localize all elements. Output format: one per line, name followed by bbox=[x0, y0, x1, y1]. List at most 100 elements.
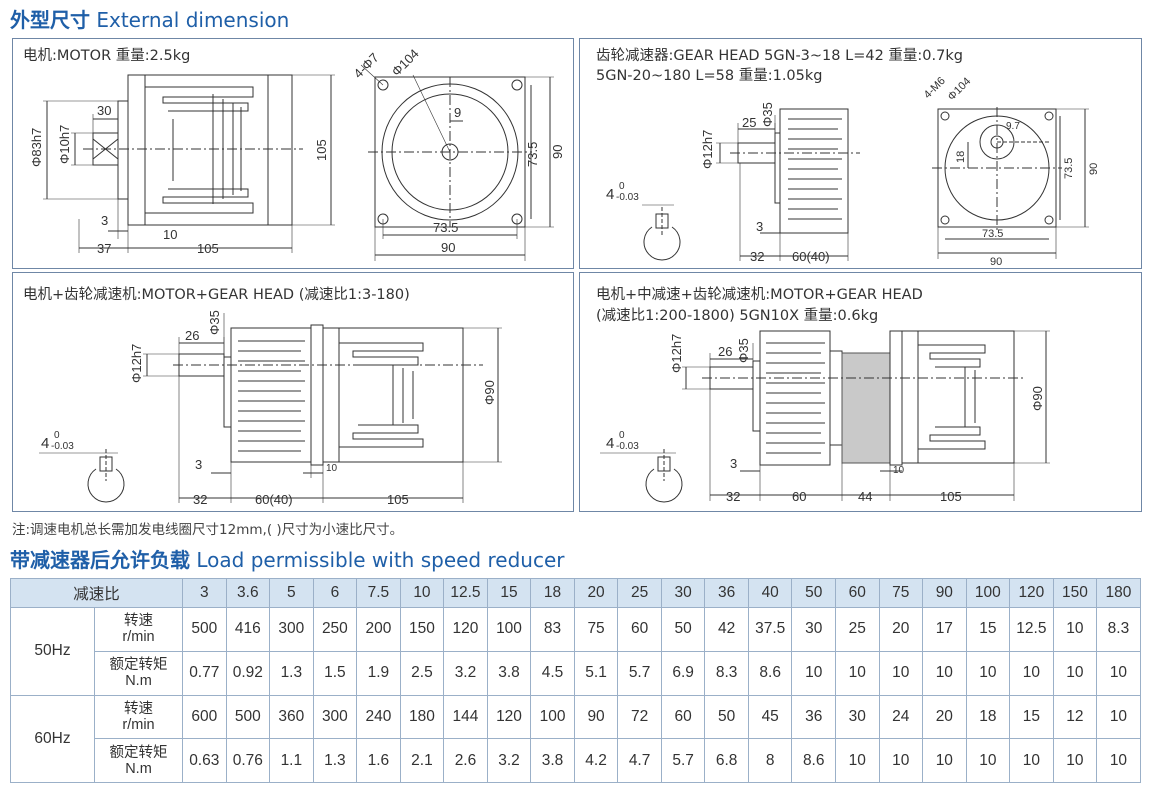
panel-motor-gear: 电机+齿轮减速机:MOTOR+GEAR HEAD (减速比1:3-180) bbox=[12, 272, 574, 512]
dim-v90: 90 bbox=[550, 145, 565, 159]
panel-motor-mid-gear-label1: 电机+中减速+齿轮减速机:MOTOR+GEAR HEAD bbox=[596, 287, 923, 303]
ratio-cell: 25 bbox=[617, 578, 662, 608]
dim-l6040: 60(40) bbox=[255, 492, 293, 507]
dim-key: 4 bbox=[41, 435, 49, 452]
speed-value-cell: 50 bbox=[660, 607, 706, 652]
dim-n18: 18 bbox=[955, 151, 967, 163]
dim-l32: 32 bbox=[726, 489, 740, 504]
torque-value-cell: 10 bbox=[1009, 738, 1054, 783]
ratio-cell: 18 bbox=[530, 578, 575, 608]
speed-value-cell: 416 bbox=[225, 607, 271, 652]
speed-value-cell: 45 bbox=[747, 694, 793, 740]
speed-value-cell: 200 bbox=[356, 607, 401, 652]
dim-l37: 37 bbox=[97, 241, 111, 256]
speed-value-cell: 100 bbox=[486, 607, 532, 652]
torque-value-cell: 6.8 bbox=[704, 738, 749, 783]
torque-value-cell: 3.2 bbox=[486, 738, 532, 783]
torque-value-cell: 10 bbox=[965, 738, 1011, 783]
dim-l3: 3 bbox=[730, 456, 737, 471]
motor-drawing: Φ83h7 Φ10h7 30 105 3 37 10 105 Φ104 4-Φ7… bbox=[29, 46, 565, 261]
torque-value-cell: 10 bbox=[791, 650, 836, 696]
dim-l105: 105 bbox=[387, 492, 409, 507]
speed-value-cell: 50 bbox=[704, 694, 749, 740]
ratio-cell: 3.6 bbox=[225, 578, 271, 608]
speed-value-cell: 300 bbox=[269, 607, 314, 652]
dim-key: 4 bbox=[606, 186, 614, 203]
dim-d35: Φ35 bbox=[207, 310, 222, 335]
speed-value-cell: 12 bbox=[1052, 694, 1098, 740]
dim-l30: 30 bbox=[97, 103, 111, 118]
speed-value-cell: 36 bbox=[791, 694, 836, 740]
speed-value-cell: 12.5 bbox=[1009, 607, 1054, 652]
panel-motor-mid-gear: 电机+中减速+齿轮减速机:MOTOR+GEAR HEAD (减速比1:200-1… bbox=[579, 272, 1142, 512]
torque-value-cell: 5.7 bbox=[660, 738, 706, 783]
speed-value-cell: 24 bbox=[878, 694, 924, 740]
dim-tol-dn: -0.03 bbox=[616, 192, 639, 203]
speed-value-cell: 10 bbox=[1096, 694, 1141, 740]
ratio-cell: 3 bbox=[182, 578, 227, 608]
torque-value-cell: 1.3 bbox=[269, 650, 314, 696]
dim-n97: 9.7 bbox=[1006, 121, 1020, 132]
ratio-cell: 10 bbox=[399, 578, 445, 608]
dim-l32: 32 bbox=[193, 492, 207, 507]
dim-d83: Φ83h7 bbox=[29, 128, 44, 167]
speed-value-cell: 120 bbox=[443, 607, 488, 652]
speed-value-cell: 25 bbox=[834, 607, 880, 652]
ratio-cell: 20 bbox=[573, 578, 619, 608]
dim-l32: 32 bbox=[750, 249, 764, 264]
dim-h735: 73.5 bbox=[433, 220, 458, 235]
torque-value-cell: 10 bbox=[834, 738, 880, 783]
dim-l25: 25 bbox=[742, 115, 756, 130]
torque-value-cell: 6.9 bbox=[660, 650, 706, 696]
torque-value-cell: 10 bbox=[878, 738, 924, 783]
dim-d12: Φ12h7 bbox=[129, 344, 144, 383]
speed-value-cell: 250 bbox=[312, 607, 358, 652]
panel-gearhead: 齿轮减速器:GEAR HEAD 5GN-3~18 L=42 重量:0.7kg 5… bbox=[579, 38, 1142, 269]
speed-value-cell: 37.5 bbox=[747, 607, 793, 652]
dim-d35: Φ35 bbox=[736, 338, 751, 363]
speed-value-cell: 240 bbox=[356, 694, 401, 740]
speed-value-cell: 30 bbox=[834, 694, 880, 740]
dim-l26: 26 bbox=[718, 344, 732, 359]
dim-tol-dn: -0.03 bbox=[51, 441, 74, 452]
torque-value-cell: 0.76 bbox=[225, 738, 271, 783]
torque-label: 额定转矩 bbox=[109, 744, 168, 761]
torque-value-cell: 5.1 bbox=[573, 650, 619, 696]
panel-gearhead-label2: 5GN-20~180 L=58 重量:1.05kg bbox=[596, 68, 823, 84]
ratio-cell: 5 bbox=[269, 578, 314, 608]
dim-d90: Φ90 bbox=[1030, 386, 1045, 411]
ratio-cell: 36 bbox=[704, 578, 749, 608]
dim-l10: 10 bbox=[893, 465, 905, 476]
dim-n9: 9 bbox=[454, 105, 461, 120]
dim-tol-dn: -0.03 bbox=[616, 441, 639, 452]
dim-holes: 4-M6 bbox=[922, 75, 948, 101]
torque-value-cell: 2.5 bbox=[399, 650, 445, 696]
dim-h735: 73.5 bbox=[982, 228, 1003, 240]
torque-value-cell: 0.92 bbox=[225, 650, 271, 696]
speed-value-cell: 72 bbox=[617, 694, 662, 740]
section-title-load: 带减速器后允许负载 Load permissible with speed re… bbox=[10, 544, 564, 573]
torque-value-cell: 8.3 bbox=[704, 650, 749, 696]
torque-value-cell: 5.7 bbox=[617, 650, 662, 696]
speed-value-cell: 83 bbox=[530, 607, 575, 652]
torque-unit: N.m bbox=[125, 760, 152, 777]
torque-value-cell: 8.6 bbox=[747, 650, 793, 696]
torque-value-cell: 0.77 bbox=[182, 650, 227, 696]
speed-value-cell: 144 bbox=[443, 694, 488, 740]
speed-value-cell: 8.3 bbox=[1096, 607, 1141, 652]
torque-value-cell: 3.8 bbox=[486, 650, 532, 696]
dim-h90: 90 bbox=[441, 240, 455, 255]
dim-l105: 105 bbox=[940, 489, 962, 504]
speed-value-cell: 15 bbox=[965, 607, 1011, 652]
dim-h90: 90 bbox=[990, 256, 1002, 268]
panel-gearhead-label1: 齿轮减速器:GEAR HEAD 5GN-3~18 L=42 重量:0.7kg bbox=[596, 48, 963, 64]
dim-v735: 73.5 bbox=[525, 142, 540, 167]
